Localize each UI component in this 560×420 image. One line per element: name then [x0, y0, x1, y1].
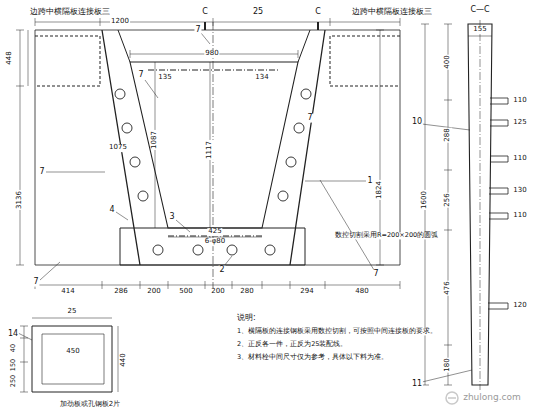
- note: 2、正反各一件，正反为25装配线。: [236, 341, 348, 348]
- dimension: 425: [207, 228, 222, 236]
- dimension: 414: [60, 288, 75, 296]
- dimension: 450: [65, 348, 80, 356]
- dimension: 6-φ80: [204, 238, 227, 246]
- dimension: 155: [472, 26, 487, 34]
- dimension: 476: [444, 280, 452, 295]
- dimension: 110: [512, 97, 527, 105]
- dimension: 480: [354, 288, 369, 296]
- dimension: 200: [210, 288, 225, 296]
- note-heading: 说明:: [236, 314, 257, 323]
- callout-number: 4: [108, 206, 115, 215]
- dimension: 280: [239, 288, 254, 296]
- dimension: 1087: [151, 130, 159, 150]
- note: 1、横隔板的连接钢板采用数控切割，可按照中间连接板的要求。: [236, 328, 438, 335]
- note: 数控切割采用R=200×200的圆弧: [334, 232, 439, 239]
- dimension: 110: [512, 212, 527, 220]
- part-name: 边跨中横隔板连接板三: [29, 8, 111, 17]
- dimension: 500: [178, 288, 193, 296]
- dimension: 110: [512, 155, 527, 163]
- section-mark: C: [314, 8, 322, 17]
- dimension: 1600: [421, 190, 429, 210]
- section-title: C—C: [469, 6, 490, 15]
- dimension: 288: [444, 127, 452, 142]
- note: 3、材料栓中间尺寸仅为参考，具体以下料为准。: [236, 354, 389, 361]
- part-name: 边跨中横隔板连接板三: [351, 8, 433, 17]
- callout-number: 11: [411, 380, 423, 389]
- dimension: 130: [512, 187, 527, 195]
- dimension: 25: [67, 308, 78, 316]
- watermark: zhulong.com: [462, 393, 522, 403]
- dimension: 440: [120, 352, 128, 367]
- section-mark: 25: [252, 8, 264, 17]
- dimension: 1200: [110, 18, 130, 26]
- dimension: 1075: [108, 144, 128, 152]
- dimension: 294: [299, 288, 314, 296]
- dimension: 256: [444, 192, 452, 207]
- callout-number: 7: [194, 26, 201, 35]
- dimension: 134: [254, 74, 269, 82]
- dimension: 125: [512, 119, 527, 127]
- section-mark: C: [201, 8, 209, 17]
- dimension: 1824: [376, 180, 384, 200]
- callout-number: 7: [306, 114, 313, 123]
- dimension: 150: [10, 358, 17, 372]
- callout-number: 3: [168, 213, 175, 222]
- dimension: 180: [444, 357, 452, 372]
- callout-number: 10: [411, 118, 423, 127]
- callout-number: 7: [38, 168, 45, 177]
- callout-number: 2: [218, 266, 225, 275]
- callout-number: 7: [137, 71, 144, 80]
- dimension: 448: [6, 50, 14, 65]
- dimension: 200: [146, 288, 161, 296]
- dimension: 40: [10, 343, 17, 353]
- dimension: 400: [444, 54, 452, 69]
- dimension: 135: [157, 74, 172, 82]
- callout-number: 14: [7, 330, 19, 339]
- dimension: 120: [512, 302, 527, 310]
- dimension: 1117: [206, 140, 214, 160]
- callout-number: 7: [372, 270, 379, 279]
- callout-number: 1: [366, 177, 373, 186]
- dimension: 980: [204, 50, 219, 58]
- dimension: 286: [113, 288, 128, 296]
- dimension: 250: [10, 374, 17, 388]
- dimension: 3136: [16, 190, 24, 210]
- callout-number: 7: [32, 278, 39, 287]
- caption-note: 加劲板或孔钢板2片: [59, 401, 121, 409]
